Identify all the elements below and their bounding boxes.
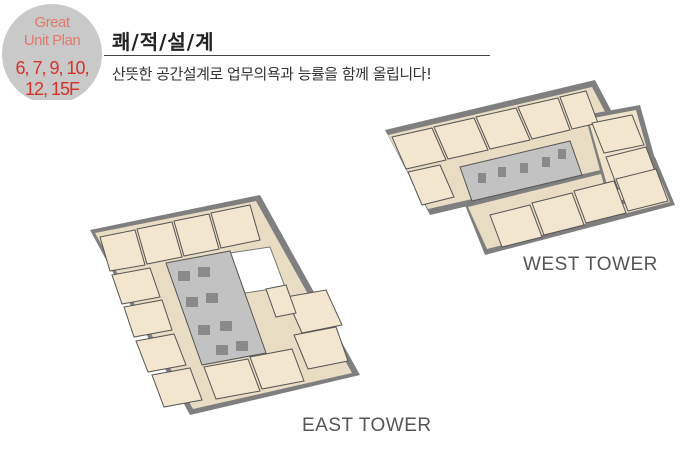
west-tower-plan (385, 80, 675, 255)
badge-floors-line1: 6, 7, 9, 10, (15, 58, 89, 78)
badge-floors-line2: 12, 15F (24, 79, 80, 99)
badge-unit-plan-label: Unit Plan (23, 32, 81, 49)
east-tower-plan (90, 195, 360, 415)
title-divider (104, 55, 490, 56)
badge-great-label: Great (34, 14, 70, 31)
west-tower-label: WEST TOWER (523, 254, 658, 275)
section-subtitle: 산뜻한 공간설계로 업무의욕과 능률을 함께 올립니다! (112, 65, 432, 83)
unit-plan-badge (2, 4, 102, 100)
section-title: 쾌/적/설/계 (112, 30, 215, 54)
east-tower-label: EAST TOWER (302, 415, 432, 436)
